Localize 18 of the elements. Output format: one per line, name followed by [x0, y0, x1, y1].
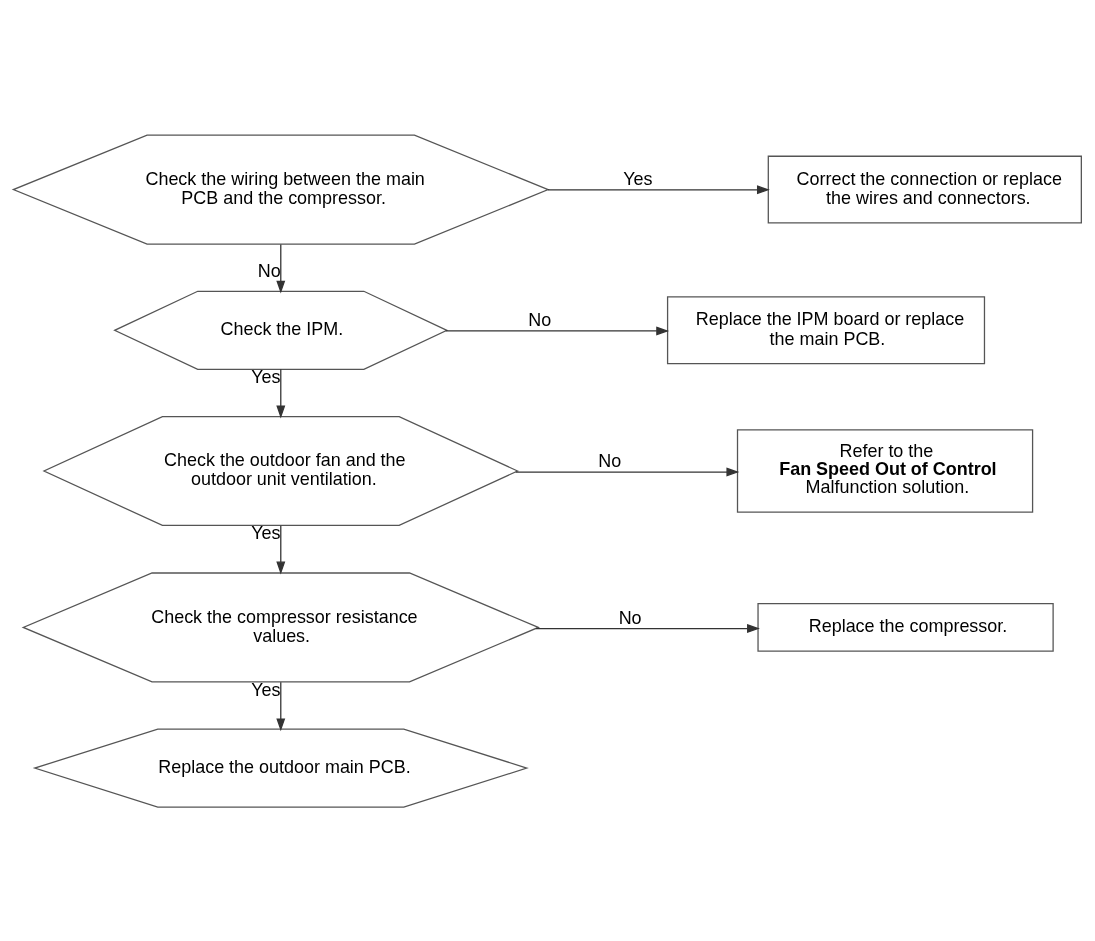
arrow — [445, 325, 670, 335]
arrow — [276, 681, 286, 731]
edge-label: No — [598, 450, 622, 471]
edge-label: Yes — [251, 679, 281, 700]
node-box: Replace the IPM board or replace the main PCB. — [666, 295, 986, 364]
arrow — [547, 184, 770, 194]
node-box: Replace the compressor. — [757, 602, 1054, 652]
edge-label: No — [257, 260, 281, 281]
edge-label: No — [618, 607, 642, 628]
node-box: Refer to the Fan Speed Out of Control Malfunction solution. — [736, 428, 1034, 513]
edge-label: No — [528, 309, 552, 330]
arrow — [515, 467, 740, 476]
edge-label: Yes — [623, 168, 653, 189]
node-box: Correct the connection or replace the wires and connectors. — [767, 155, 1082, 224]
arrow — [535, 623, 760, 633]
arrow — [276, 524, 286, 574]
arrow — [276, 368, 286, 418]
arrow — [276, 243, 286, 293]
